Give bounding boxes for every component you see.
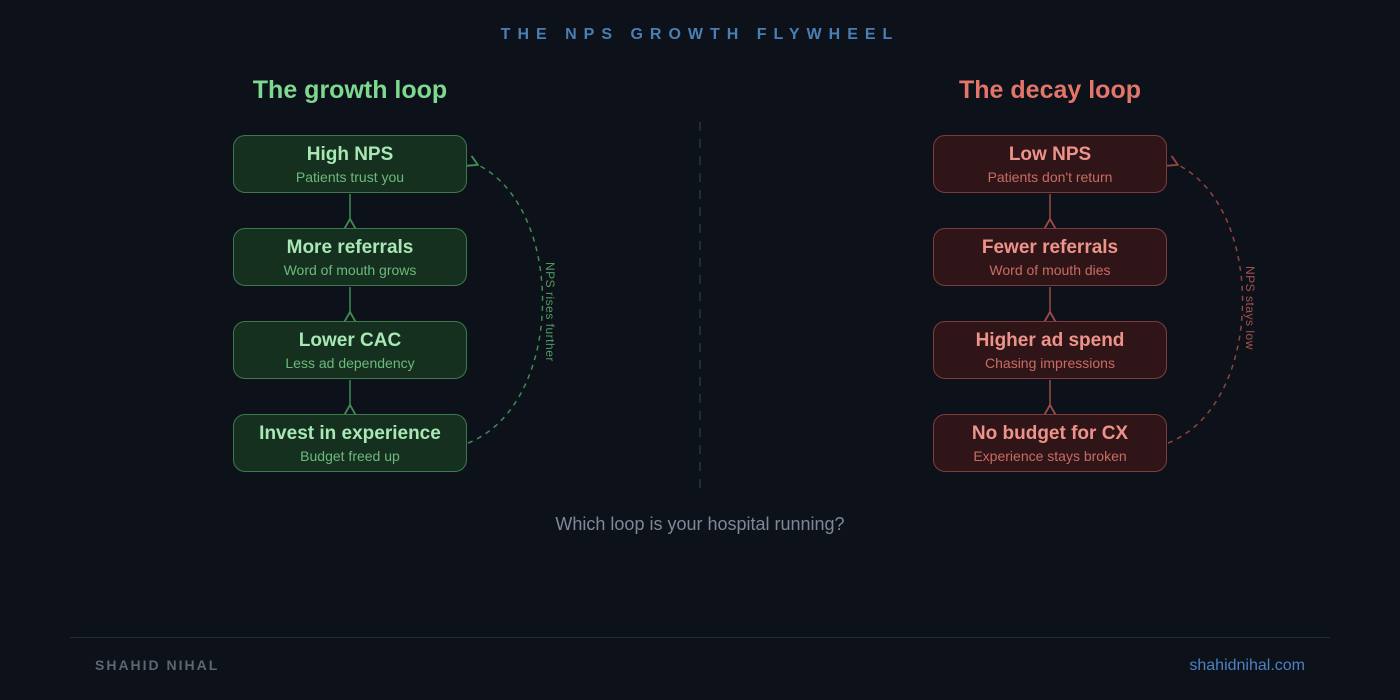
box-subtitle: Patients trust you — [295, 168, 405, 185]
question-text: Which loop is your hospital running? — [555, 514, 845, 534]
footer-author: SHAHID NIHAL — [95, 657, 220, 673]
box-subtitle: Chasing impressions — [985, 354, 1115, 371]
growth-box-more-referrals: More referrals Word of mouth grows — [233, 228, 467, 286]
box-subtitle: Budget freed up — [300, 447, 400, 464]
decay-box-no-budget-cx: No budget for CX Experience stays broken — [933, 414, 1167, 472]
box-title: Lower CAC — [298, 329, 402, 351]
box-subtitle: Experience stays broken — [973, 447, 1127, 464]
box-title: More referrals — [286, 236, 414, 258]
box-title: No budget for CX — [971, 422, 1129, 444]
growth-box-invest-experience: Invest in experience Budget freed up — [233, 414, 467, 472]
decay-loop-heading: The decay loop — [959, 76, 1141, 104]
box-subtitle: Patients don't return — [987, 168, 1113, 185]
growth-loop-heading: The growth loop — [252, 76, 448, 104]
box-title: Fewer referrals — [981, 236, 1119, 258]
box-subtitle: Word of mouth dies — [989, 261, 1111, 278]
box-title: Higher ad spend — [975, 329, 1125, 351]
footer-website-link[interactable]: shahidnihal.com — [1189, 657, 1305, 674]
decay-loop-label: NPS stays low — [1243, 266, 1257, 350]
decay-box-higher-ad-spend: Higher ad spend Chasing impressions — [933, 321, 1167, 379]
box-title: Low NPS — [1008, 143, 1092, 165]
decay-box-fewer-referrals: Fewer referrals Word of mouth dies — [933, 228, 1167, 286]
decay-box-low-nps: Low NPS Patients don't return — [933, 135, 1167, 193]
growth-box-high-nps: High NPS Patients trust you — [233, 135, 467, 193]
growth-loop-label: NPS rises further — [543, 262, 557, 362]
growth-loop-curve — [468, 164, 544, 444]
decay-loop-curve — [1168, 164, 1244, 444]
footer-divider — [70, 637, 1330, 638]
box-title: Invest in experience — [259, 422, 441, 444]
box-subtitle: Word of mouth grows — [283, 261, 417, 278]
box-subtitle: Less ad dependency — [285, 354, 415, 371]
growth-box-lower-cac: Lower CAC Less ad dependency — [233, 321, 467, 379]
box-title: High NPS — [306, 143, 394, 165]
page-title: THE NPS GROWTH FLYWHEEL — [500, 26, 900, 43]
